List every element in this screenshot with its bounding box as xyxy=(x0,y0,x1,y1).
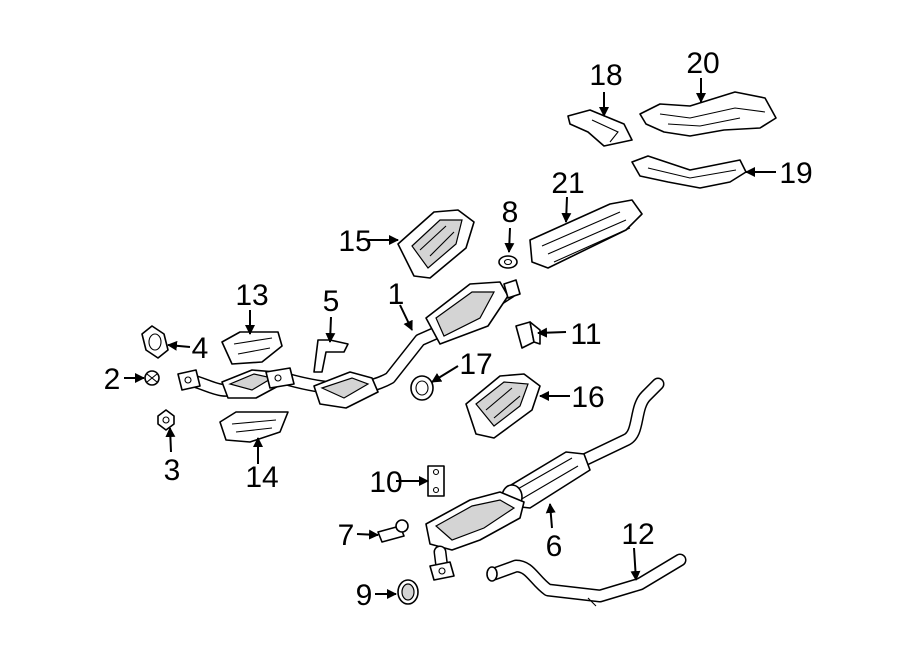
bolt[interactable] xyxy=(144,370,160,386)
callout-2: 2 xyxy=(104,363,121,396)
callout-4: 4 xyxy=(192,332,209,365)
callout-13: 13 xyxy=(235,279,268,312)
clip[interactable] xyxy=(515,321,541,349)
callout-14: 14 xyxy=(245,461,278,494)
callout-8: 8 xyxy=(502,196,519,229)
heat-shield-small[interactable] xyxy=(567,109,633,147)
nut[interactable] xyxy=(157,409,175,431)
hanger-insulator[interactable] xyxy=(427,465,445,497)
nut-small[interactable] xyxy=(498,255,518,269)
callout-15: 15 xyxy=(338,225,371,258)
callout-10: 10 xyxy=(369,466,402,499)
manifold-heat-shield[interactable] xyxy=(221,331,283,365)
callout-11: 11 xyxy=(570,318,601,351)
callout-16: 16 xyxy=(571,381,604,414)
callout-6: 6 xyxy=(546,530,563,563)
leader-arrows xyxy=(124,78,776,599)
front-pipe-converter-assembly[interactable] xyxy=(177,279,521,409)
tailpipe[interactable] xyxy=(486,553,687,607)
gasket[interactable] xyxy=(141,325,169,359)
callout-5: 5 xyxy=(323,285,340,318)
callout-21: 21 xyxy=(551,167,584,200)
converter-heat-shield-rear[interactable] xyxy=(465,373,541,439)
callout-3: 3 xyxy=(164,454,181,487)
callout-17: 17 xyxy=(459,348,492,381)
callout-7: 7 xyxy=(338,519,355,552)
lower-heat-shield[interactable] xyxy=(219,411,289,443)
stud[interactable] xyxy=(377,519,409,543)
callout-12: 12 xyxy=(621,518,654,551)
heat-shield-lower-rear[interactable] xyxy=(631,155,747,189)
heat-shield-panel[interactable] xyxy=(529,199,643,269)
callout-20: 20 xyxy=(686,47,719,80)
callout-19: 19 xyxy=(779,157,812,190)
muffler-assembly[interactable] xyxy=(425,377,665,581)
callout-1: 1 xyxy=(388,278,405,311)
exhaust-cap[interactable] xyxy=(397,579,419,605)
converter-heat-shield-front[interactable] xyxy=(397,209,475,279)
callout-9: 9 xyxy=(356,579,373,612)
heat-shield-upper-rear[interactable] xyxy=(639,91,777,137)
callout-labels: 1 2 3 4 5 6 7 8 9 10 11 12 13 14 15 16 1… xyxy=(104,47,813,612)
callout-18: 18 xyxy=(589,59,622,92)
seal-ring[interactable] xyxy=(410,375,434,401)
